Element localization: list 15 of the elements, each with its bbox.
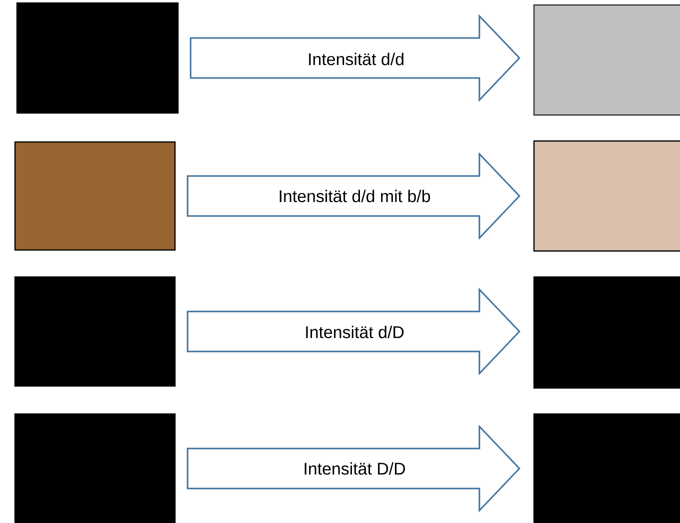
colour-box <box>14 141 176 251</box>
colour-box <box>533 4 680 116</box>
colour-box <box>14 413 176 523</box>
edge-label: Intensität d/d mit b/b <box>277 188 432 204</box>
block-arrow <box>186 288 520 376</box>
edge-label: Intensität d/D <box>304 324 406 340</box>
edge-label: Intensität d/d <box>306 52 406 66</box>
colour-box <box>533 140 680 252</box>
edge-label: Intensität D/D <box>302 461 407 476</box>
block-arrow <box>186 424 520 512</box>
colour-box <box>14 276 176 387</box>
colour-box <box>533 276 680 389</box>
colour-box <box>533 413 680 523</box>
block-arrow <box>190 14 520 102</box>
colour-box <box>16 2 179 114</box>
